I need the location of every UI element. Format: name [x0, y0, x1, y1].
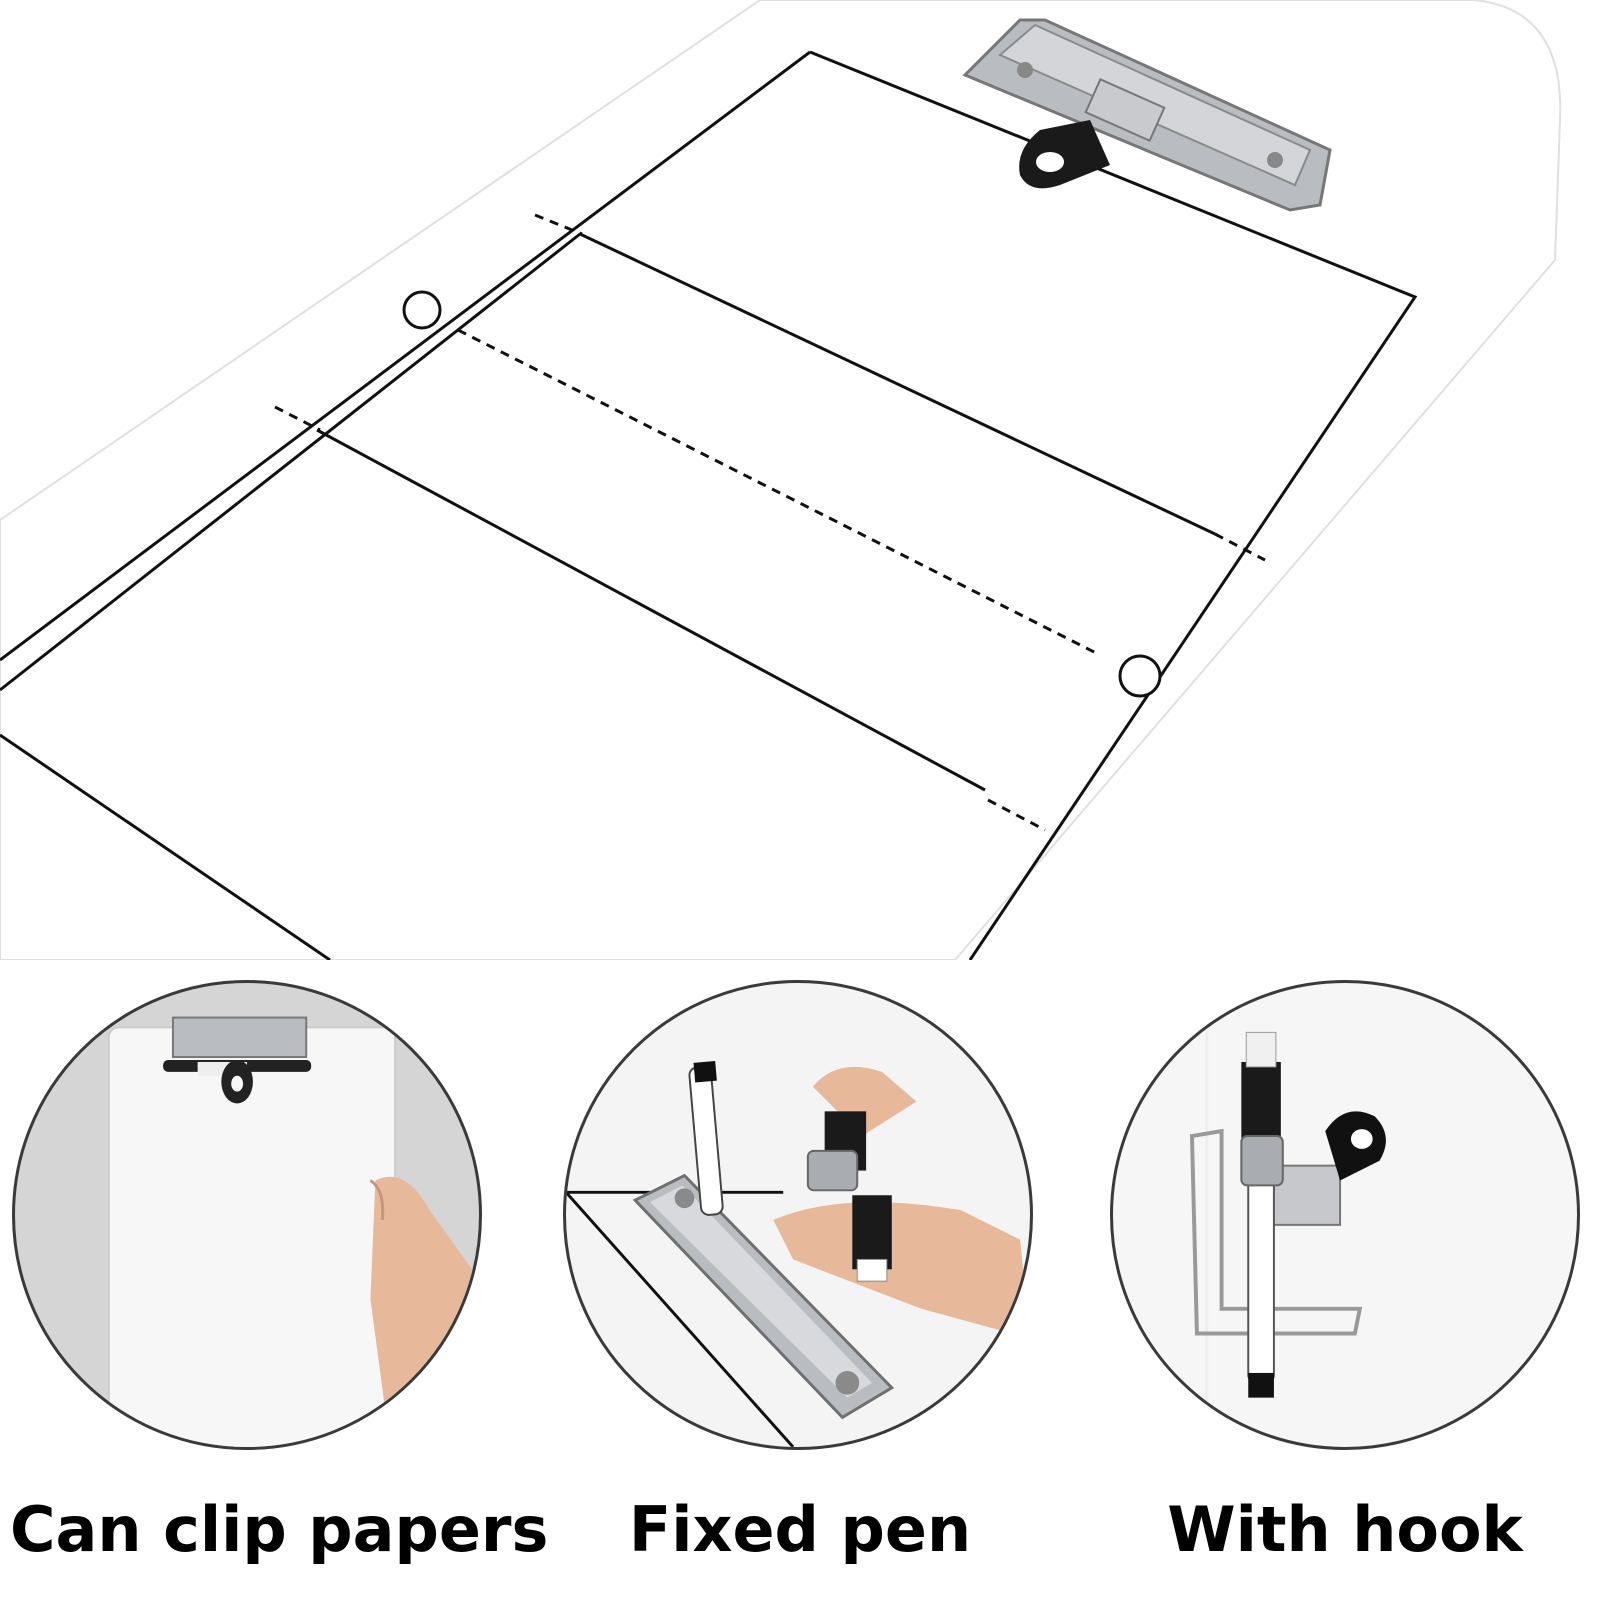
caption-with-hook: With hook [1167, 1493, 1523, 1566]
feature-image-clip-papers [12, 980, 482, 1450]
court-position-circle [1118, 654, 1162, 698]
court-position-circle [402, 290, 442, 330]
court-dashed-lines [274, 213, 1266, 832]
caption-fixed-pen: Fixed pen [628, 1493, 972, 1566]
feature-image-fixed-pen [563, 980, 1033, 1450]
court-lines [0, 50, 1418, 960]
caption-clip-papers: Can clip papers [10, 1493, 549, 1566]
metal-clip [962, 18, 1332, 212]
clipboard-board [0, 0, 1562, 960]
hook-tab [1019, 120, 1110, 189]
clipboard-hero-image [0, 0, 1562, 960]
feature-image-with-hook [1110, 980, 1580, 1450]
